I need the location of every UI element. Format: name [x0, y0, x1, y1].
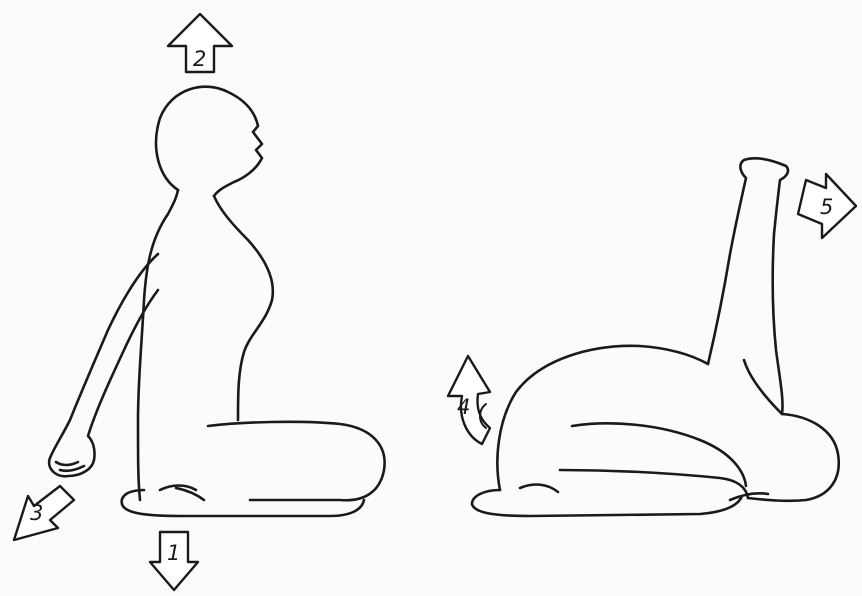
arrow-5-right: 5 [798, 174, 856, 238]
arrow-2-up: 2 [168, 14, 232, 72]
arrow-3-down-left: 3 [14, 486, 74, 540]
kneeling-figure-fist [56, 462, 84, 471]
folded-figure-thigh [572, 423, 746, 486]
folded-figure-leg-inner [744, 360, 782, 414]
arrow-5-label: 5 [820, 195, 833, 219]
kneeling-figure-arm [49, 254, 158, 476]
kneeling-figure-chest [214, 196, 273, 420]
arrow-2-label: 2 [193, 47, 206, 71]
folded-figure-leg [708, 158, 788, 414]
kneeling-figure-thigh [208, 422, 385, 500]
folded-figure-feet [472, 485, 768, 516]
arrow-4-label: 4 [457, 395, 470, 419]
arrow-1-label: 1 [167, 541, 180, 565]
kneeling-figure-back [138, 190, 178, 500]
folded-figure-hip [748, 414, 839, 501]
folded-figure [472, 158, 839, 516]
arrow-3-label: 3 [30, 501, 43, 525]
folded-figure-back [497, 346, 708, 490]
folded-figure-shin [560, 470, 748, 498]
arrow-1-down: 1 [150, 532, 198, 590]
arrow-4-curved: 4 [448, 356, 490, 444]
kneeling-figure-head [156, 87, 262, 196]
kneeling-figure [49, 87, 384, 516]
